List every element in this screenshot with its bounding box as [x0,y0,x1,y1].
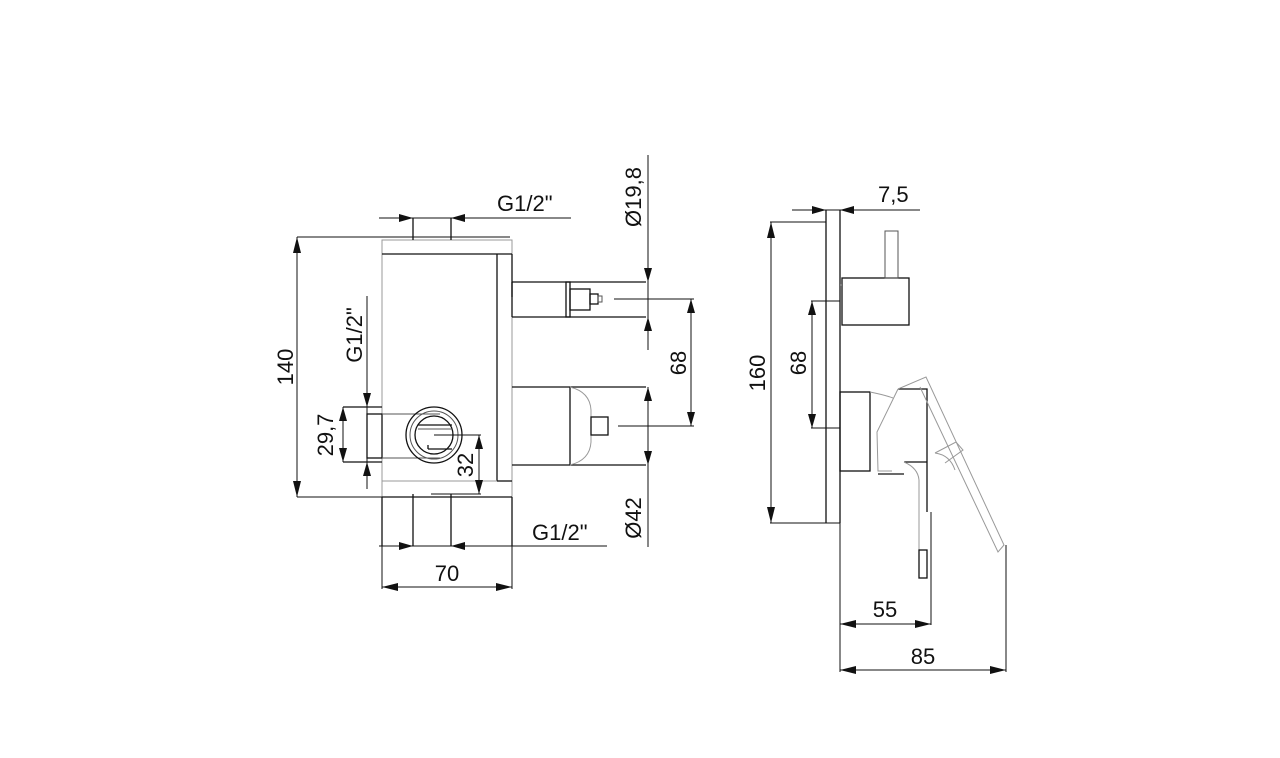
dim-spacing-68-side: 68 [786,300,840,429]
side-view: 7,5 160 68 55 [745,182,1007,674]
svg-text:Ø42: Ø42 [621,497,646,539]
dim-diameter-42: Ø42 [621,387,652,547]
svg-text:G1/2": G1/2" [342,307,367,363]
dim-spacing-68-front: 68 [614,298,695,427]
dim-left-thread: G1/2" [342,296,371,489]
dim-bottom-thread: G1/2" [379,520,607,550]
dim-top-thread: G1/2" [379,191,571,222]
dim-plate-height: 160 [745,221,840,524]
dim-width-70: 70 [381,546,513,591]
svg-text:68: 68 [786,351,811,375]
dim-depth-55: 55 [839,512,932,672]
diverter-knob [841,277,910,326]
front-view: G1/2" 140 G1/2" 29,7 [273,155,695,591]
dim-diameter-19-8: Ø19,8 [621,155,652,350]
svg-text:7,5: 7,5 [878,182,909,207]
svg-text:140: 140 [273,349,298,386]
dim-29-7: 29,7 [313,407,347,462]
svg-text:Ø19,8: Ø19,8 [621,167,646,227]
dim-height-140: 140 [273,236,510,498]
svg-text:68: 68 [666,351,691,375]
svg-text:32: 32 [453,453,478,477]
svg-text:55: 55 [873,597,897,622]
svg-text:70: 70 [435,561,459,586]
svg-text:29,7: 29,7 [313,414,338,457]
dim-32: 32 [431,434,483,495]
dim-depth-85: 85 [840,545,1007,674]
dim-plate-thickness: 7,5 [792,182,920,214]
svg-text:G1/2": G1/2" [497,191,553,216]
svg-text:G1/2": G1/2" [532,520,588,545]
svg-text:85: 85 [911,644,935,669]
svg-text:160: 160 [745,355,770,392]
